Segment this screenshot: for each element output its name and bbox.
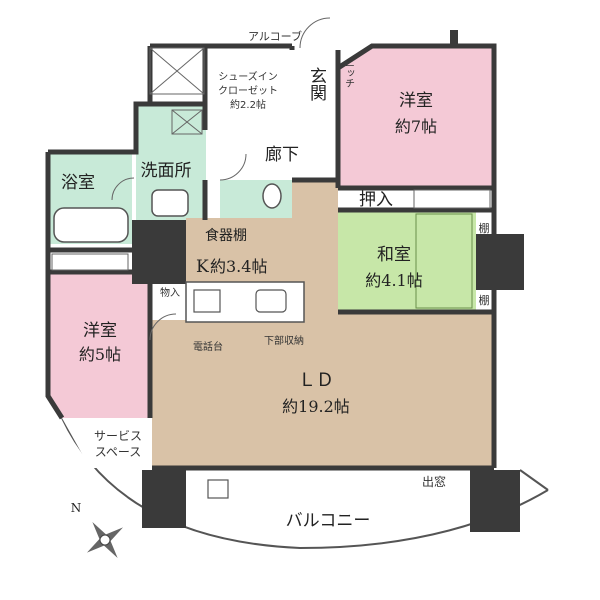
shoes-closet-floor (205, 50, 291, 130)
entrance-floor (292, 50, 338, 120)
wall-top-right-stub (450, 30, 458, 46)
dish-shelf-label: 食器棚 (205, 227, 247, 244)
japanese-room-floor (338, 210, 476, 312)
shoes-closet-size: 約2.2帖 (230, 98, 266, 111)
ld-size: 約19.2帖 (282, 397, 350, 416)
bay-window-label: 出窓 (422, 474, 446, 489)
service-space-line2: スペース (95, 445, 142, 459)
entrance-label: 玄関 (306, 67, 326, 101)
niche-label: ニッチ (343, 58, 354, 88)
oshiire-label: 押入 (359, 190, 393, 210)
hallway-label: 廊下 (265, 145, 299, 165)
balcony-ac-unit (207, 479, 229, 499)
washroom-label: 洗面所 (141, 161, 192, 181)
shoes-closet-line2: クローゼット (218, 85, 278, 97)
phone-stand-label: 電話台 (193, 340, 223, 353)
bathtub (53, 207, 129, 243)
service-space-line1: サービス (94, 429, 142, 443)
service-space-floor (62, 418, 150, 468)
ld-name: ＬＤ (298, 370, 334, 391)
western-7-name: 洋室 (399, 91, 433, 111)
western-5-size: 約5帖 (79, 345, 121, 364)
kitchen-size: 約3.4帖 (210, 257, 267, 276)
western-5-name: 洋室 (83, 321, 117, 341)
japanese-size: 約4.1帖 (365, 271, 422, 290)
under-storage-label: 下部収納 (264, 334, 304, 347)
wall-column-balcony-left (142, 470, 186, 528)
bath-label: 浴室 (61, 173, 95, 193)
japanese-name: 和室 (377, 245, 411, 265)
tana-top-label: 棚 (479, 221, 490, 235)
compass-north-label: N (71, 501, 82, 515)
hallway-floor (205, 132, 338, 180)
balcony-label: バルコニー (286, 511, 371, 531)
closet-hatching (51, 47, 491, 271)
washbasin (151, 189, 189, 217)
western-7-size: 約7帖 (395, 117, 437, 136)
alcove-label: アルコーブ (248, 29, 302, 43)
door-swings (111, 17, 331, 341)
tana-bottom-label: 棚 (479, 293, 490, 307)
stove (193, 289, 221, 313)
toilet-bowl (262, 183, 282, 209)
kitchen-ld-floor (152, 180, 494, 468)
western-room-7-floor (338, 46, 494, 188)
tatami-inner (415, 213, 473, 309)
balcony-edge-right (519, 469, 549, 491)
wall-column-balcony-right (470, 470, 520, 532)
storage-label: 物入 (160, 286, 180, 299)
wall-column-right (476, 234, 524, 290)
wall-column-left (132, 220, 186, 284)
western-room-5-floor (48, 272, 150, 418)
kitchen-name: K (196, 257, 209, 277)
sink (255, 289, 287, 313)
compass-rose (86, 521, 124, 559)
shoes-closet-line1: シューズイン (218, 70, 278, 83)
